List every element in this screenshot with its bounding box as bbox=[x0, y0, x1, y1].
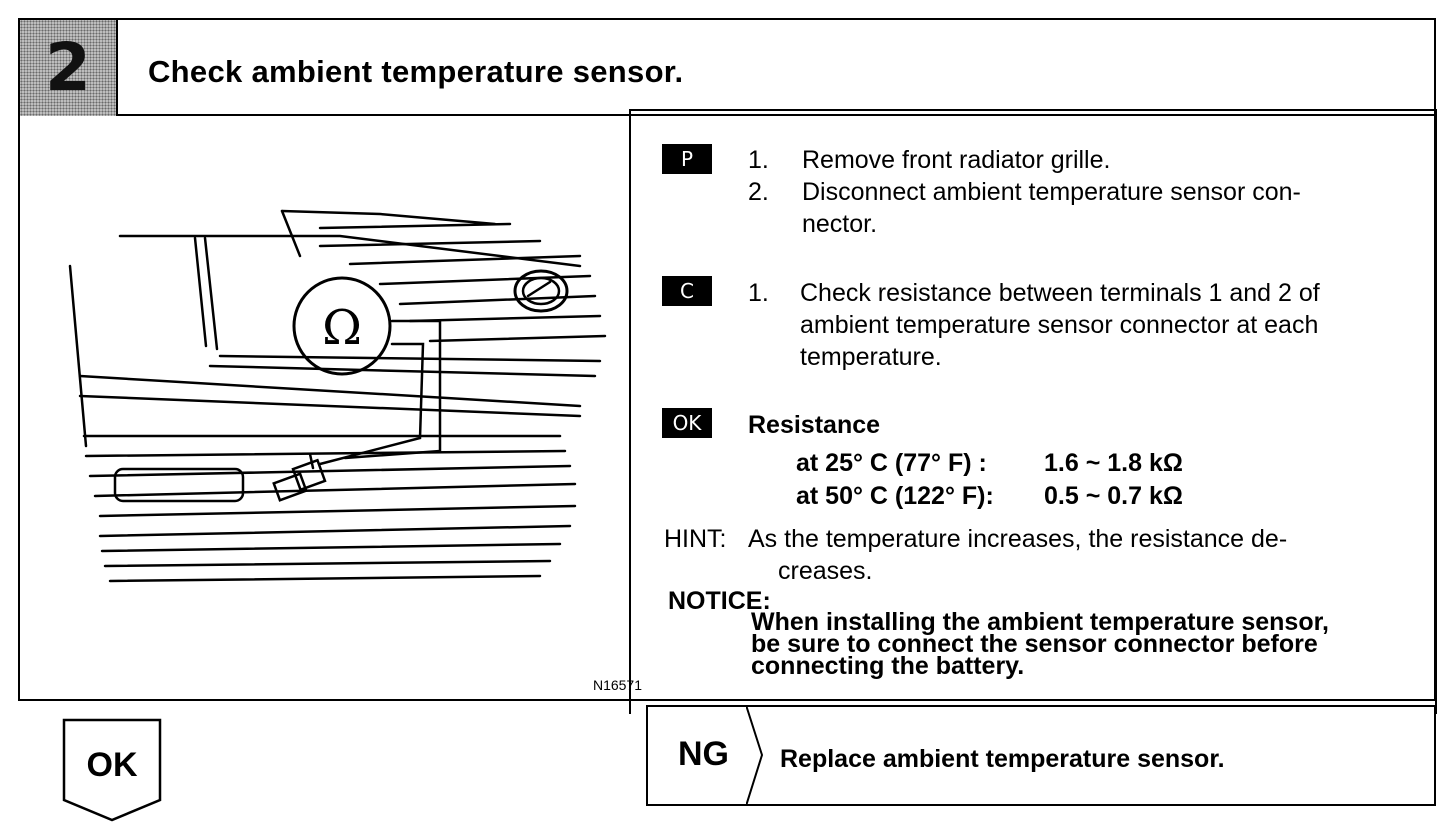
prepare-steps: 1. Remove front radiator grille. 2. Disc… bbox=[748, 144, 1428, 240]
hint-text: As the temperature increases, the resist… bbox=[748, 523, 1428, 587]
ok-label: OK bbox=[86, 746, 138, 784]
step-number-box: 2 bbox=[20, 20, 118, 116]
ohm-symbol: Ω bbox=[322, 300, 362, 356]
check-line-3: temperature. bbox=[800, 343, 942, 371]
ng-label: NG bbox=[678, 735, 729, 773]
prepare-step-1: Remove front radiator grille. bbox=[802, 146, 1111, 174]
step-frame: 2 Check ambient temperature sensor. bbox=[18, 18, 1436, 701]
spec-cond-50: at 50° C (122° F): bbox=[796, 482, 994, 510]
notice-text: When installing the ambient temperature … bbox=[751, 608, 1441, 680]
ng-chevron-icon bbox=[746, 705, 764, 806]
ng-action: Replace ambient temperature sensor. bbox=[780, 745, 1225, 773]
resistance-heading: Resistance bbox=[748, 411, 881, 439]
instruction-pane: P 1. Remove front radiator grille. 2. Di… bbox=[629, 109, 1437, 714]
step-title: Check ambient temperature sensor. bbox=[148, 54, 684, 89]
hint-label: HINT: bbox=[664, 525, 727, 553]
step-header: 2 Check ambient temperature sensor. bbox=[20, 20, 1434, 116]
ok-tag: OK bbox=[662, 408, 712, 438]
notice-line-3: connecting the battery. bbox=[751, 652, 1025, 680]
vehicle-front-illustration: Ω bbox=[68, 209, 607, 583]
prepare-tag: P bbox=[662, 144, 712, 174]
ok-result-badge: OK bbox=[62, 718, 162, 822]
prepare-step-2-num: 2. bbox=[748, 178, 769, 206]
ok-arrow-box-icon bbox=[62, 718, 162, 822]
check-tag: C bbox=[662, 276, 712, 306]
spec-value-25: 1.6 ~ 1.8 kΩ bbox=[1044, 449, 1183, 477]
prepare-step-2-cont: nector. bbox=[802, 210, 878, 238]
spec-cond-25: at 25° C (77° F) : bbox=[796, 449, 987, 477]
sensor-figure: Ω N16571 bbox=[20, 116, 648, 699]
check-line-1: Check resistance between terminals 1 and… bbox=[800, 279, 1320, 307]
step-number: 2 bbox=[45, 29, 91, 106]
prepare-step-1-num: 1. bbox=[748, 146, 769, 174]
notice-label: NOTICE: bbox=[668, 587, 771, 615]
notice-line-2: be sure to connect the sensor connector … bbox=[751, 630, 1318, 658]
check-step-num: 1. bbox=[748, 279, 769, 307]
ng-result-row: NG Replace ambient temperature sensor. bbox=[646, 705, 1436, 806]
spec-value-50: 0.5 ~ 0.7 kΩ bbox=[1044, 482, 1183, 510]
notice-line-1: When installing the ambient temperature … bbox=[751, 608, 1329, 636]
hint-line-1: As the temperature increases, the resist… bbox=[748, 525, 1288, 553]
hint-line-2: creases. bbox=[778, 557, 873, 585]
check-steps: 1. Check resistance between terminals 1 … bbox=[748, 277, 1428, 373]
check-line-2: ambient temperature sensor connector at … bbox=[800, 311, 1319, 339]
prepare-step-2: Disconnect ambient temperature sensor co… bbox=[802, 178, 1301, 206]
